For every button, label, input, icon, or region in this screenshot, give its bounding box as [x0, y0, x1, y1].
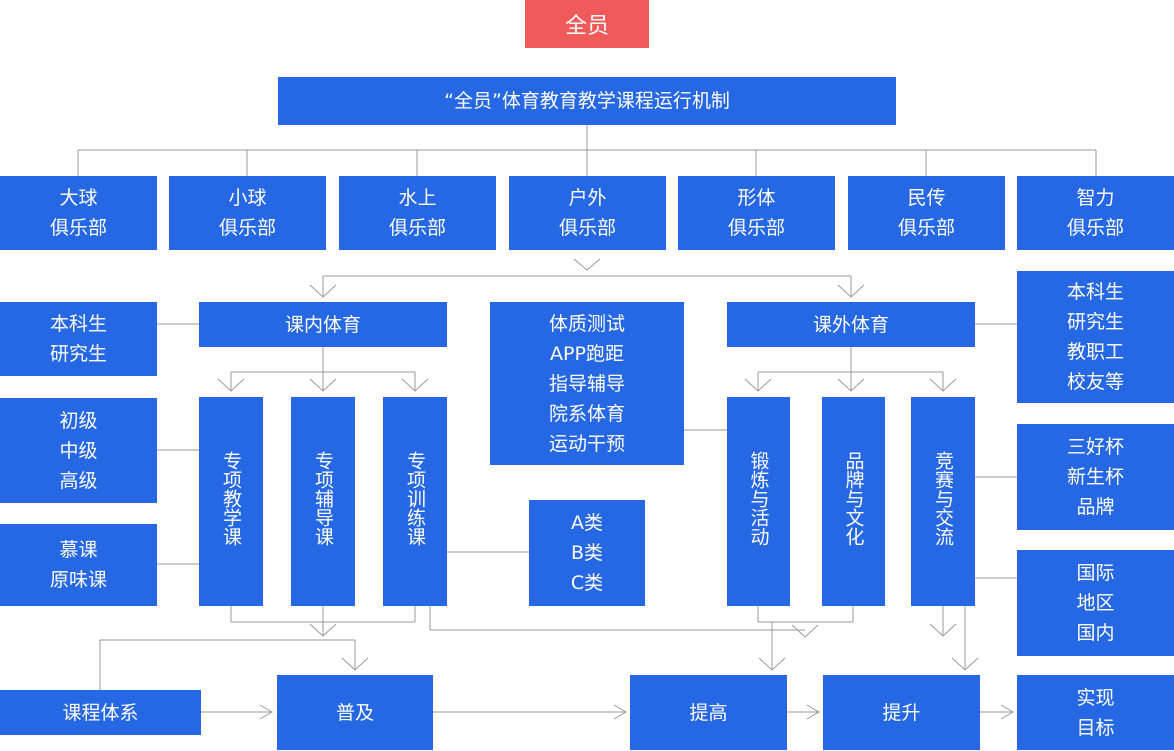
- fitness-item: 运动干预: [548, 432, 625, 455]
- goal-text: 目标: [1076, 716, 1115, 739]
- fitness-item: APP跑距: [550, 342, 624, 365]
- cup-item: 新生杯: [1066, 466, 1124, 488]
- club-box-6: 智力俱乐部: [1017, 176, 1174, 250]
- club-box-0: 大球俱乐部: [0, 176, 157, 250]
- abc-box: A类 B类 C类: [529, 500, 645, 606]
- fitness-item: 院系体育: [548, 402, 625, 425]
- club-box-4: 形体俱乐部: [678, 176, 835, 250]
- outer-pe-text: 课外体育: [812, 313, 889, 336]
- course-system-box: 课程体系: [0, 690, 201, 735]
- club-box-1: 小球俱乐部: [169, 176, 326, 250]
- region-item: 国际: [1076, 562, 1115, 584]
- inner-course-text: 专项教学课: [220, 451, 242, 546]
- outer-activity-box-2: 竞赛与交流: [911, 397, 975, 606]
- improve-box: 提高: [630, 675, 787, 750]
- club-suffix: 俱乐部: [897, 217, 955, 239]
- inner-pe-box: 课内体育: [199, 302, 447, 347]
- course-system-text: 课程体系: [62, 701, 139, 724]
- mooc-box: 慕课 原味课: [0, 524, 157, 606]
- inner-course-box-0: 专项教学课: [199, 397, 263, 606]
- outer-activity-text: 品牌与文化: [842, 451, 865, 546]
- inner-course-box-2: 专项训练课: [383, 397, 447, 606]
- cups-box: 三好杯 新生杯 品牌: [1017, 424, 1174, 530]
- enhance-box: 提升: [823, 675, 980, 750]
- fitness-item: 体质测试: [548, 312, 625, 335]
- left-students-item: 研究生: [49, 343, 107, 365]
- club-suffix: 俱乐部: [49, 217, 107, 239]
- cup-item: 三好杯: [1066, 436, 1124, 458]
- club-name: 小球: [228, 187, 267, 209]
- regions-box: 国际 地区 国内: [1017, 550, 1174, 656]
- mooc-item: 原味课: [49, 569, 107, 591]
- outer-activity-box-1: 品牌与文化: [822, 397, 885, 606]
- top-label-text: 全员: [564, 14, 609, 39]
- level-item: 高级: [59, 469, 98, 492]
- popularize-box: 普及: [277, 675, 433, 750]
- club-name: 智力: [1076, 187, 1115, 209]
- outer-activity-text: 竞赛与交流: [932, 451, 954, 546]
- club-suffix: 俱乐部: [558, 217, 616, 239]
- left-students-item: 本科生: [49, 313, 107, 335]
- club-suffix: 俱乐部: [1066, 217, 1124, 239]
- inner-course-text: 专项辅导课: [312, 451, 334, 546]
- enhance-text: 提升: [882, 701, 921, 724]
- outer-activity-text: 锻炼与活动: [747, 451, 770, 546]
- right-people-item: 本科生: [1066, 281, 1124, 303]
- club-name: 形体: [737, 187, 776, 209]
- right-people-item: 教职工: [1066, 341, 1124, 363]
- right-people-item: 研究生: [1066, 311, 1124, 333]
- club-suffix: 俱乐部: [218, 217, 276, 239]
- abc-item: C类: [570, 572, 604, 594]
- mooc-item: 慕课: [59, 539, 98, 561]
- fitness-item: 指导辅导: [548, 372, 625, 395]
- club-box-3: 户外俱乐部: [509, 176, 666, 250]
- abc-item: B类: [570, 542, 604, 564]
- club-suffix: 俱乐部: [727, 217, 785, 239]
- abc-item: A类: [571, 512, 603, 534]
- improve-text: 提高: [689, 701, 728, 724]
- mechanism-box: “全员”体育教育教学课程运行机制: [278, 77, 896, 125]
- top-label: 全员: [525, 0, 649, 48]
- club-name: 水上: [398, 187, 437, 209]
- cup-item: 品牌: [1076, 496, 1115, 518]
- club-name: 户外: [568, 187, 607, 209]
- club-suffix: 俱乐部: [388, 217, 446, 239]
- club-box-2: 水上俱乐部: [339, 176, 496, 250]
- club-name: 民传: [907, 187, 946, 209]
- goal-text: 实现: [1076, 686, 1115, 709]
- levels-box: 初级 中级 高级: [0, 398, 157, 503]
- left-students-box: 本科生 研究生: [0, 302, 157, 376]
- inner-course-box-1: 专项辅导课: [291, 397, 355, 606]
- inner-pe-text: 课内体育: [284, 313, 361, 336]
- popularize-text: 普及: [335, 701, 374, 724]
- outer-pe-box: 课外体育: [727, 302, 975, 347]
- inner-course-text: 专项训练课: [404, 451, 426, 546]
- region-item: 地区: [1076, 592, 1115, 614]
- region-item: 国内: [1076, 622, 1115, 644]
- fitness-box: 体质测试 APP跑距 指导辅导 院系体育 运动干预: [490, 302, 684, 465]
- goal-box: 实现 目标: [1017, 675, 1174, 750]
- level-item: 中级: [59, 439, 98, 462]
- right-people-box: 本科生 研究生 教职工 校友等: [1017, 271, 1174, 403]
- right-people-item: 校友等: [1066, 371, 1124, 393]
- mechanism-text: “全员”体育教育教学课程运行机制: [444, 90, 730, 112]
- outer-activity-box-0: 锻炼与活动: [727, 397, 790, 606]
- club-name: 大球: [59, 187, 98, 209]
- club-box-5: 民传俱乐部: [848, 176, 1005, 250]
- level-item: 初级: [59, 409, 98, 432]
